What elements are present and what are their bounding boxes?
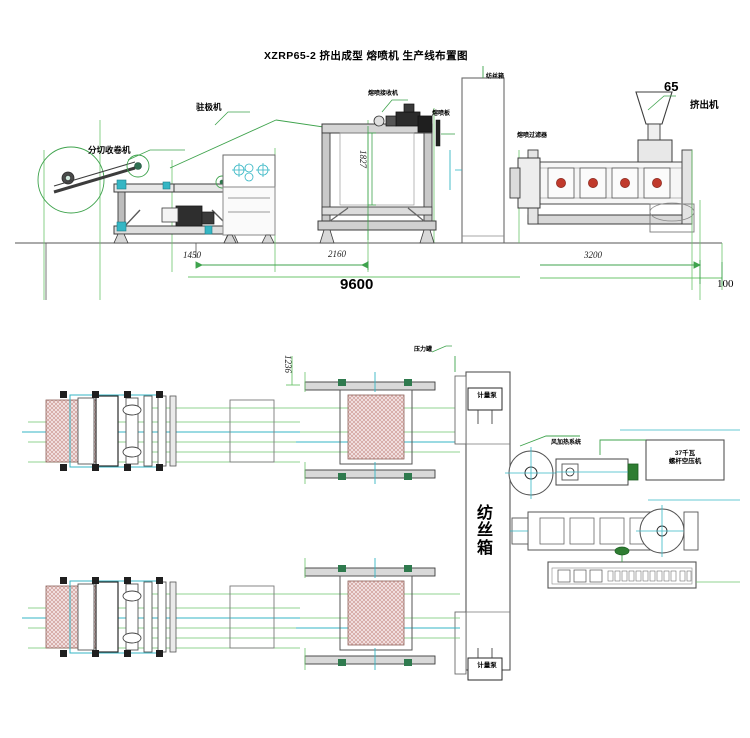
- label-slitting-winder: 分切收卷机: [88, 145, 131, 155]
- top-elevation-view: [15, 66, 723, 300]
- dim-1236: [286, 356, 300, 386]
- extruder-machine: [509, 91, 695, 290]
- label-electret-machine: 驻极机: [196, 102, 222, 112]
- label-air-heating-system: 风加热系统: [551, 440, 582, 446]
- electret-machine: [169, 111, 331, 244]
- label-spinning-box-top: 纺丝箱: [486, 74, 505, 80]
- air-compressor-line-2: 螺杆空压机: [668, 458, 702, 466]
- label-metering-pump-top: 计量泵: [477, 392, 497, 399]
- dim-height-1827: 1827: [358, 150, 368, 168]
- dim-offset-100: 100: [717, 278, 734, 290]
- roll-plan-upper: [229, 399, 275, 463]
- spinning-box-column: [454, 371, 511, 681]
- winder-plan-lower: [45, 577, 177, 657]
- label-extruder: 挤出机: [690, 100, 719, 111]
- spin-char-3: 箱: [476, 539, 493, 557]
- dim-2160: 2160: [328, 249, 346, 259]
- label-spinneret-plate: 熔喷板: [432, 111, 451, 117]
- winder-plan-upper: [45, 391, 177, 471]
- label-spinning-box-plan: 纺 丝 箱: [466, 505, 504, 557]
- spinning-box-cabinet: [449, 66, 505, 244]
- label-pressure-tank: 压力罐: [414, 347, 433, 353]
- dim-1236: 1236: [283, 355, 293, 373]
- receiver-plan-lower: [304, 558, 436, 670]
- label-air-compressor: 37千瓦 螺杆空压机: [646, 450, 724, 466]
- dim-total-9600: 9600: [340, 276, 374, 293]
- drawing-title: XZRP65-2 挤出成型 熔喷机 生产线布置图: [264, 50, 468, 62]
- spin-char-2: 丝: [476, 522, 493, 540]
- dim-3200: 3200: [584, 250, 602, 260]
- control-cabinet: [547, 546, 740, 589]
- label-metering-pump-bottom: 计量泵: [477, 662, 497, 669]
- meltblown-receiver-machine: [317, 99, 455, 244]
- label-meltblown-filter: 熔喷过滤器: [517, 133, 548, 139]
- roll-plan-lower: [229, 585, 275, 649]
- extruder-plan: [510, 505, 699, 557]
- label-meltblown-receiver: 熔喷接收机: [368, 91, 399, 97]
- dim-1450: 1450: [183, 250, 201, 260]
- receiver-plan-upper: [304, 372, 436, 484]
- air-heating-and-compressor: [505, 429, 740, 501]
- spin-char-1: 纺: [476, 505, 493, 522]
- label-extruder-size: 65: [664, 79, 679, 94]
- air-compressor-line-1: 37千瓦: [674, 450, 696, 457]
- top-dimension-lines: [188, 260, 723, 286]
- bottom-plan-view: [22, 345, 740, 681]
